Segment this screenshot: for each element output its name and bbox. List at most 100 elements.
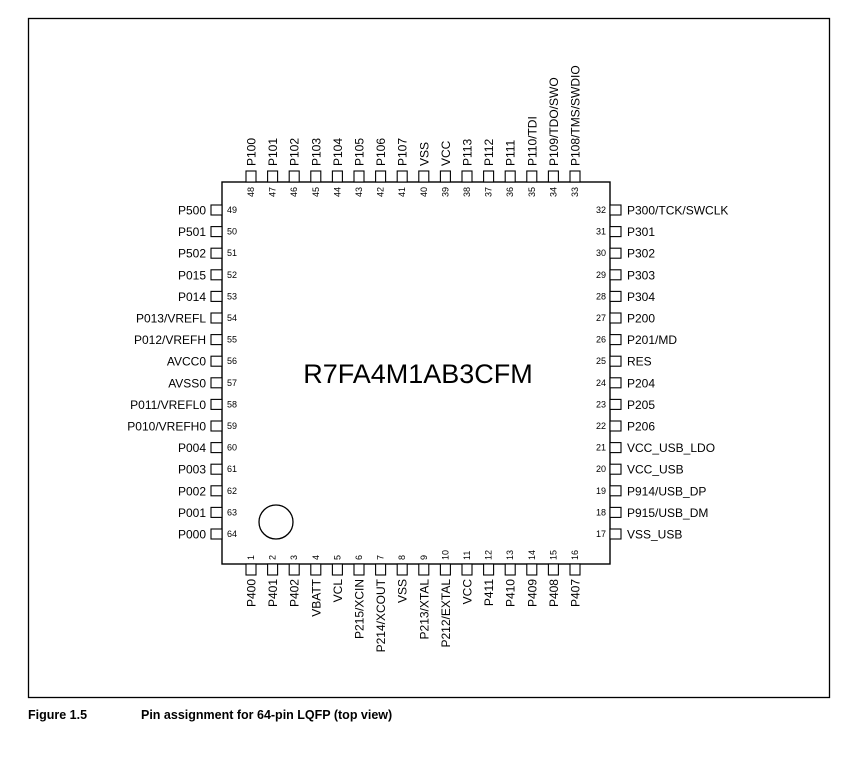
pin-number-44: 44: [332, 187, 342, 197]
pin-number-34: 34: [548, 187, 558, 197]
pin-pad-31: [609, 226, 622, 238]
pin-number-22: 22: [596, 421, 606, 431]
pin-number-37: 37: [484, 187, 494, 197]
pin-label-48: P100: [245, 138, 259, 166]
pin-label-37: P112: [482, 139, 496, 166]
pin-number-29: 29: [596, 270, 606, 280]
pin-number-11: 11: [462, 551, 472, 560]
pin-pad-41: [396, 170, 408, 183]
pin-pad-1: [245, 563, 257, 576]
pin-label-24: P204: [627, 376, 655, 390]
pin-label-21: VCC_USB_LDO: [627, 441, 715, 455]
pin-number-49: 49: [227, 205, 237, 215]
pin-number-58: 58: [227, 399, 237, 409]
pin-label-38: P113: [461, 139, 475, 166]
pin-label-23: P205: [627, 398, 655, 412]
pin-number-12: 12: [484, 550, 494, 560]
pin-label-5: VCL: [331, 579, 345, 603]
pin-pad-2: [267, 563, 279, 576]
pin-pad-21: [609, 442, 622, 454]
pin-label-1: P400: [245, 579, 259, 607]
pin-label-8: VSS: [396, 579, 410, 603]
pin-number-30: 30: [596, 248, 606, 258]
pin-pad-19: [609, 485, 622, 497]
pin-label-26: P201/MD: [627, 333, 677, 347]
pin-pad-54: [210, 312, 223, 324]
pin-pad-44: [331, 170, 343, 183]
pin-number-52: 52: [227, 270, 237, 280]
pin-pad-17: [609, 528, 622, 540]
pin-pad-22: [609, 420, 622, 432]
pin-label-40: VSS: [417, 142, 431, 166]
pin-number-8: 8: [397, 555, 407, 560]
pin-pad-25: [609, 355, 622, 367]
pin-label-12: P411: [482, 579, 496, 606]
pin-number-10: 10: [440, 550, 450, 560]
pin-pad-49: [210, 204, 223, 216]
pin-pad-9: [418, 563, 430, 576]
pin-pad-13: [504, 563, 516, 576]
pin-number-33: 33: [570, 187, 580, 197]
pin-label-36: P111: [504, 139, 518, 166]
pin-pad-60: [210, 442, 223, 454]
pin-pad-56: [210, 355, 223, 367]
pin-pad-42: [375, 170, 387, 183]
pin-label-59: P010/VREFH0: [127, 420, 206, 434]
pin-label-17: VSS_USB: [627, 528, 682, 542]
pin-pad-47: [267, 170, 279, 183]
pin-number-16: 16: [570, 550, 580, 560]
pin-pad-58: [210, 398, 223, 410]
pin-number-48: 48: [246, 187, 256, 197]
pin1-indicator: [258, 504, 294, 540]
chip-body: [221, 181, 611, 565]
pin-number-1: 1: [246, 555, 256, 560]
pin-number-18: 18: [596, 507, 606, 517]
pin-number-17: 17: [596, 529, 606, 539]
pin-label-31: P301: [627, 225, 655, 239]
pin-pad-28: [609, 290, 622, 302]
pin-label-27: P200: [627, 312, 655, 326]
pin-pad-24: [609, 377, 622, 389]
pin-pad-52: [210, 269, 223, 281]
pin-number-47: 47: [268, 187, 278, 197]
pin-number-56: 56: [227, 356, 237, 366]
pin-label-45: P103: [309, 138, 323, 166]
pin-number-14: 14: [527, 550, 537, 560]
pin-label-53: P014: [178, 290, 206, 304]
pin-number-2: 2: [268, 555, 278, 560]
pin-pad-10: [439, 563, 451, 576]
pin-number-3: 3: [289, 555, 299, 560]
pin-label-50: P501: [178, 225, 206, 239]
pin-pad-57: [210, 377, 223, 389]
pin-pad-16: [569, 563, 581, 576]
pin-pad-43: [353, 170, 365, 183]
pin-label-57: AVSS0: [168, 376, 206, 390]
pin-label-16: P407: [569, 579, 583, 607]
pin-label-39: VCC: [439, 140, 453, 166]
pin-label-19: P914/USB_DP: [627, 484, 706, 498]
pin-label-64: P000: [178, 528, 206, 542]
pin-pad-59: [210, 420, 223, 432]
pin-label-47: P101: [266, 138, 280, 166]
pin-label-46: P102: [288, 138, 302, 166]
pin-number-40: 40: [419, 187, 429, 197]
figure-number: Figure 1.5: [28, 708, 88, 722]
pin-pad-39: [439, 170, 451, 183]
pin-label-41: P107: [396, 138, 410, 166]
pin-label-22: P206: [627, 420, 655, 434]
pin-label-28: P304: [627, 290, 655, 304]
pin-number-61: 61: [227, 464, 237, 474]
pin-label-51: P502: [178, 247, 206, 261]
pin-pad-55: [210, 334, 223, 346]
pin-label-35: P110/TDI: [525, 116, 539, 166]
pin-label-4: VBATT: [309, 578, 323, 616]
pin-label-2: P401: [266, 579, 280, 607]
pin-label-55: P012/VREFH: [134, 333, 206, 347]
pin-number-13: 13: [505, 550, 515, 560]
pin-label-32: P300/TCK/SWCLK: [627, 204, 728, 218]
pin-pad-51: [210, 247, 223, 259]
pin-number-41: 41: [397, 187, 407, 197]
pin-pad-45: [310, 170, 322, 183]
pin-label-9: P213/XTAL: [417, 579, 431, 640]
figure-frame: [27, 17, 831, 699]
